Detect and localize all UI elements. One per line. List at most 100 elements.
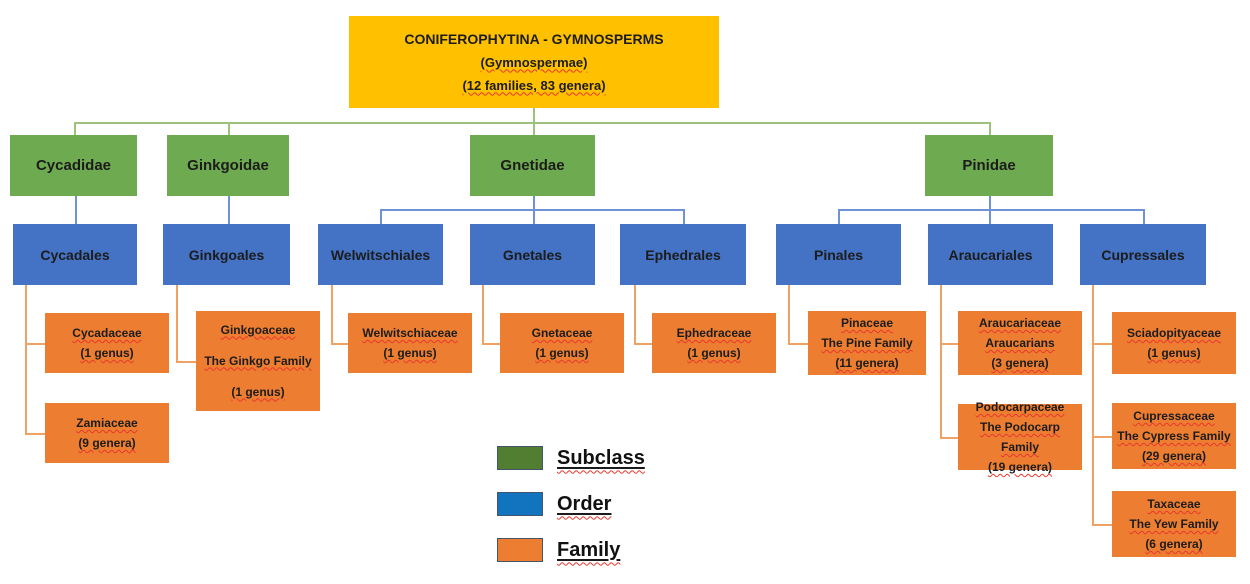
connector-segment	[683, 209, 685, 224]
connector-segment	[25, 433, 45, 435]
subclass-label: Gnetidae	[500, 157, 565, 174]
subclass-label: Cycadidae	[35, 157, 112, 174]
legend-label-order: Order	[557, 492, 612, 515]
family-label-line: The Cypress Family	[1117, 429, 1231, 443]
family-label-line: Cupressaceae	[1133, 409, 1215, 423]
subclass-color-swatch	[497, 446, 543, 470]
connector-segment	[838, 209, 840, 224]
connector-segment	[989, 209, 991, 224]
connector-segment	[75, 196, 77, 224]
connector-segment	[533, 196, 535, 209]
order-node-cupressales: Cupressales	[1080, 224, 1206, 285]
family-label-line: Ginkgoaceae	[220, 322, 296, 337]
order-node-ginkgoales: Ginkgoales	[163, 224, 290, 285]
family-node-ephedraceae: Ephedraceae (1 genus)	[652, 313, 776, 373]
family-node-cycadaceae: Cycadaceae (1 genus)	[45, 313, 169, 373]
family-label-line: The Yew Family	[1129, 517, 1219, 531]
order-label: Ginkgoales	[188, 246, 265, 263]
family-label-line: (1 genus)	[535, 346, 589, 360]
family-label-line: (19 genera)	[987, 460, 1053, 474]
subclass-node-gnetidae: Gnetidae	[470, 135, 595, 196]
connector-segment	[228, 122, 230, 135]
family-label-line: (1 genus)	[383, 346, 437, 360]
family-label-line: Podocarpaceae	[975, 400, 1065, 414]
order-node-cycadales: Cycadales	[13, 224, 137, 285]
connector-segment	[788, 343, 808, 345]
order-node-pinales: Pinales	[776, 224, 901, 285]
subclass-node-pinidae: Pinidae	[925, 135, 1053, 196]
connector-segment	[838, 209, 1145, 211]
legend-label-subclass: Subclass	[557, 446, 645, 469]
family-label-line: (29 genera)	[1141, 449, 1207, 463]
family-label-line: Araucarians	[985, 336, 1055, 350]
legend-item-family: Family	[497, 538, 620, 562]
subclass-node-ginkgoidae: Ginkgoidae	[167, 135, 289, 196]
legend-item-subclass: Subclass	[497, 446, 645, 470]
family-label-line: Sciadopityaceae	[1126, 326, 1222, 340]
connector-segment	[25, 343, 45, 345]
family-node-gnetaceae: Gnetaceae (1 genus)	[500, 313, 624, 373]
connector-segment	[1143, 209, 1145, 224]
root-subtitle-line: (Gymnospermae)	[480, 54, 588, 70]
root-count-line: (12 families, 83 genera)	[462, 77, 606, 93]
connector-segment	[176, 285, 178, 361]
family-label-line: (11 genera)	[835, 356, 899, 370]
connector-segment	[176, 361, 196, 363]
family-label-line: (3 genera)	[991, 356, 1049, 370]
family-label-line: Gnetaceae	[531, 326, 593, 340]
family-label-line: Cycadaceae	[72, 326, 142, 340]
family-label-line: Ephedraceae	[676, 326, 752, 340]
root-title-line: CONIFEROPHYTINA - GYMNOSPERMS	[404, 30, 664, 47]
connector-segment	[74, 122, 76, 135]
connector-segment	[634, 343, 652, 345]
family-label-line: Welwitschiaceae	[362, 326, 458, 340]
connector-segment	[1092, 436, 1112, 438]
family-node-sciadopityaceae: Sciadopityaceae(1 genus)	[1112, 312, 1236, 374]
family-label-line: Pinaceae	[840, 316, 894, 330]
family-color-swatch	[497, 538, 543, 562]
connector-segment	[331, 343, 348, 345]
connector-segment	[940, 343, 958, 345]
family-node-welwitschiaceae: Welwitschiaceae (1 genus)	[348, 313, 472, 373]
order-node-araucariales: Araucariales	[928, 224, 1053, 285]
connector-segment	[989, 196, 991, 209]
connector-segment	[380, 209, 685, 211]
order-label: Cupressales	[1101, 246, 1185, 263]
connector-segment	[989, 122, 991, 135]
connector-segment	[482, 285, 484, 343]
family-node-zamiaceae: Zamiaceae(9 genera)	[45, 403, 169, 463]
connector-segment	[228, 196, 230, 224]
family-label-line: (6 genera)	[1145, 537, 1203, 551]
connector-segment	[788, 285, 790, 343]
connector-segment	[380, 209, 382, 224]
connector-segment	[940, 285, 942, 437]
subclass-label: Ginkgoidae	[187, 157, 269, 174]
connector-segment	[634, 285, 636, 343]
legend-item-order: Order	[497, 492, 611, 516]
order-label: Ephedrales	[645, 246, 721, 263]
order-label: Pinales	[813, 246, 864, 263]
order-color-swatch	[497, 492, 543, 516]
connector-segment	[533, 122, 535, 135]
family-label-line: (1 genus)	[687, 346, 741, 360]
family-label-line: Araucariaceae	[978, 316, 1062, 330]
connector-segment	[482, 343, 500, 345]
family-label-line: The Podocarp Family	[979, 420, 1060, 454]
connector-segment	[1092, 343, 1112, 345]
order-label: Cycadales	[40, 246, 110, 263]
order-node-welwitschiales: Welwitschiales	[318, 224, 443, 285]
connector-segment	[1092, 524, 1112, 526]
family-label-line: (1 genus)	[80, 346, 134, 360]
family-label-line: (9 genera)	[78, 436, 136, 450]
connector-segment	[74, 122, 991, 124]
order-label: Gnetales	[502, 246, 563, 263]
connector-segment	[331, 285, 333, 343]
connector-segment	[533, 108, 535, 122]
order-label: Araucariales	[948, 246, 1033, 263]
